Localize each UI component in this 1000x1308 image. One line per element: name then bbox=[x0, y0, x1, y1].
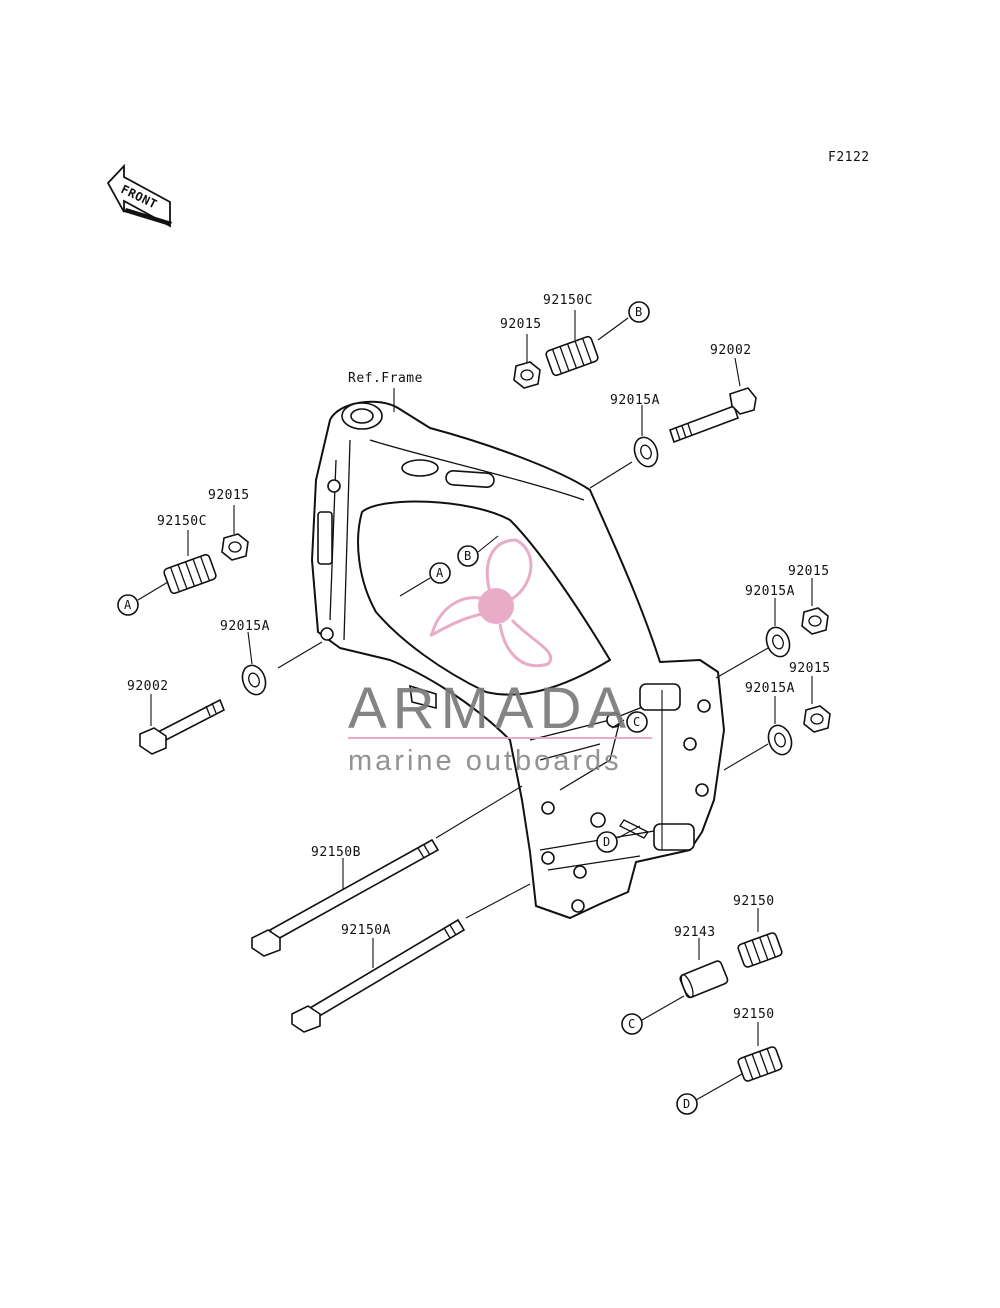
washer-92015a-right-lower bbox=[767, 724, 793, 756]
washer-92015a-upper-right bbox=[633, 436, 659, 468]
watermark: ARMADA marine outboards bbox=[348, 538, 652, 777]
label-92002-right: 92002 bbox=[710, 343, 752, 358]
svg-text:D: D bbox=[603, 835, 610, 849]
collar-92143 bbox=[679, 960, 729, 999]
propeller-logo-icon bbox=[429, 538, 553, 668]
front-arrow-icon: FRONT bbox=[106, 163, 172, 228]
label-92002-left: 92002 bbox=[127, 679, 169, 694]
label-92015-left: 92015 bbox=[208, 488, 250, 503]
callout-c-frame: C bbox=[626, 711, 648, 733]
bolt-92150a bbox=[291, 918, 466, 1033]
callout-d-frame: D bbox=[596, 831, 618, 853]
label-92150-upper: 92150 bbox=[733, 894, 775, 909]
bolt-92150b bbox=[251, 838, 440, 957]
nut-92015-right-upper bbox=[801, 607, 829, 635]
svg-text:D: D bbox=[683, 1097, 690, 1111]
label-92015a-left: 92015A bbox=[220, 619, 270, 634]
watermark-brand: ARMADA bbox=[348, 676, 632, 741]
svg-text:B: B bbox=[635, 305, 642, 319]
callout-a-left: A bbox=[117, 594, 139, 616]
callout-c-bottom: C bbox=[621, 1013, 643, 1035]
label-92015-right1: 92015 bbox=[788, 564, 830, 579]
spacer-92150-lower bbox=[737, 1046, 783, 1082]
label-92143: 92143 bbox=[674, 925, 716, 940]
callout-b-frame: B bbox=[457, 545, 479, 567]
spacer-92150c-top bbox=[545, 335, 599, 377]
svg-text:A: A bbox=[124, 598, 132, 612]
svg-text:B: B bbox=[464, 549, 471, 563]
svg-text:C: C bbox=[628, 1017, 635, 1031]
washer-92015a-right-upper bbox=[765, 626, 791, 658]
svg-text:C: C bbox=[633, 715, 640, 729]
leader-lines bbox=[137, 310, 813, 1101]
label-92150c-left: 92150C bbox=[157, 514, 207, 529]
callout-d-bottom: D bbox=[676, 1093, 698, 1115]
nut-92015-top bbox=[513, 361, 541, 389]
label-92150a: 92150A bbox=[341, 923, 391, 938]
callout-b-top: B bbox=[628, 301, 650, 323]
label-92015-top: 92015 bbox=[500, 317, 542, 332]
spacer-92150-upper bbox=[737, 932, 783, 968]
nut-92015-left bbox=[221, 533, 249, 561]
washer-92015a-left bbox=[241, 664, 267, 696]
label-92150b: 92150B bbox=[311, 845, 361, 860]
label-92015-right2: 92015 bbox=[789, 661, 831, 676]
svg-text:A: A bbox=[436, 566, 444, 580]
nut-92015-right-lower bbox=[803, 705, 831, 733]
callout-a-frame: A bbox=[429, 562, 451, 584]
label-92015a-right1: 92015A bbox=[745, 584, 795, 599]
diagram-code: F2122 bbox=[828, 150, 870, 165]
ref-frame-label: Ref.Frame bbox=[348, 371, 423, 386]
label-92150-lower: 92150 bbox=[733, 1007, 775, 1022]
label-92150c-top: 92150C bbox=[543, 293, 593, 308]
label-92015a-right2: 92015A bbox=[745, 681, 795, 696]
watermark-tagline: marine outboards bbox=[348, 745, 622, 777]
label-92015a-upper-right: 92015A bbox=[610, 393, 660, 408]
bolt-92002-left bbox=[139, 698, 226, 755]
spacer-92150c-left bbox=[163, 553, 217, 595]
bolt-92002-right bbox=[668, 387, 757, 444]
